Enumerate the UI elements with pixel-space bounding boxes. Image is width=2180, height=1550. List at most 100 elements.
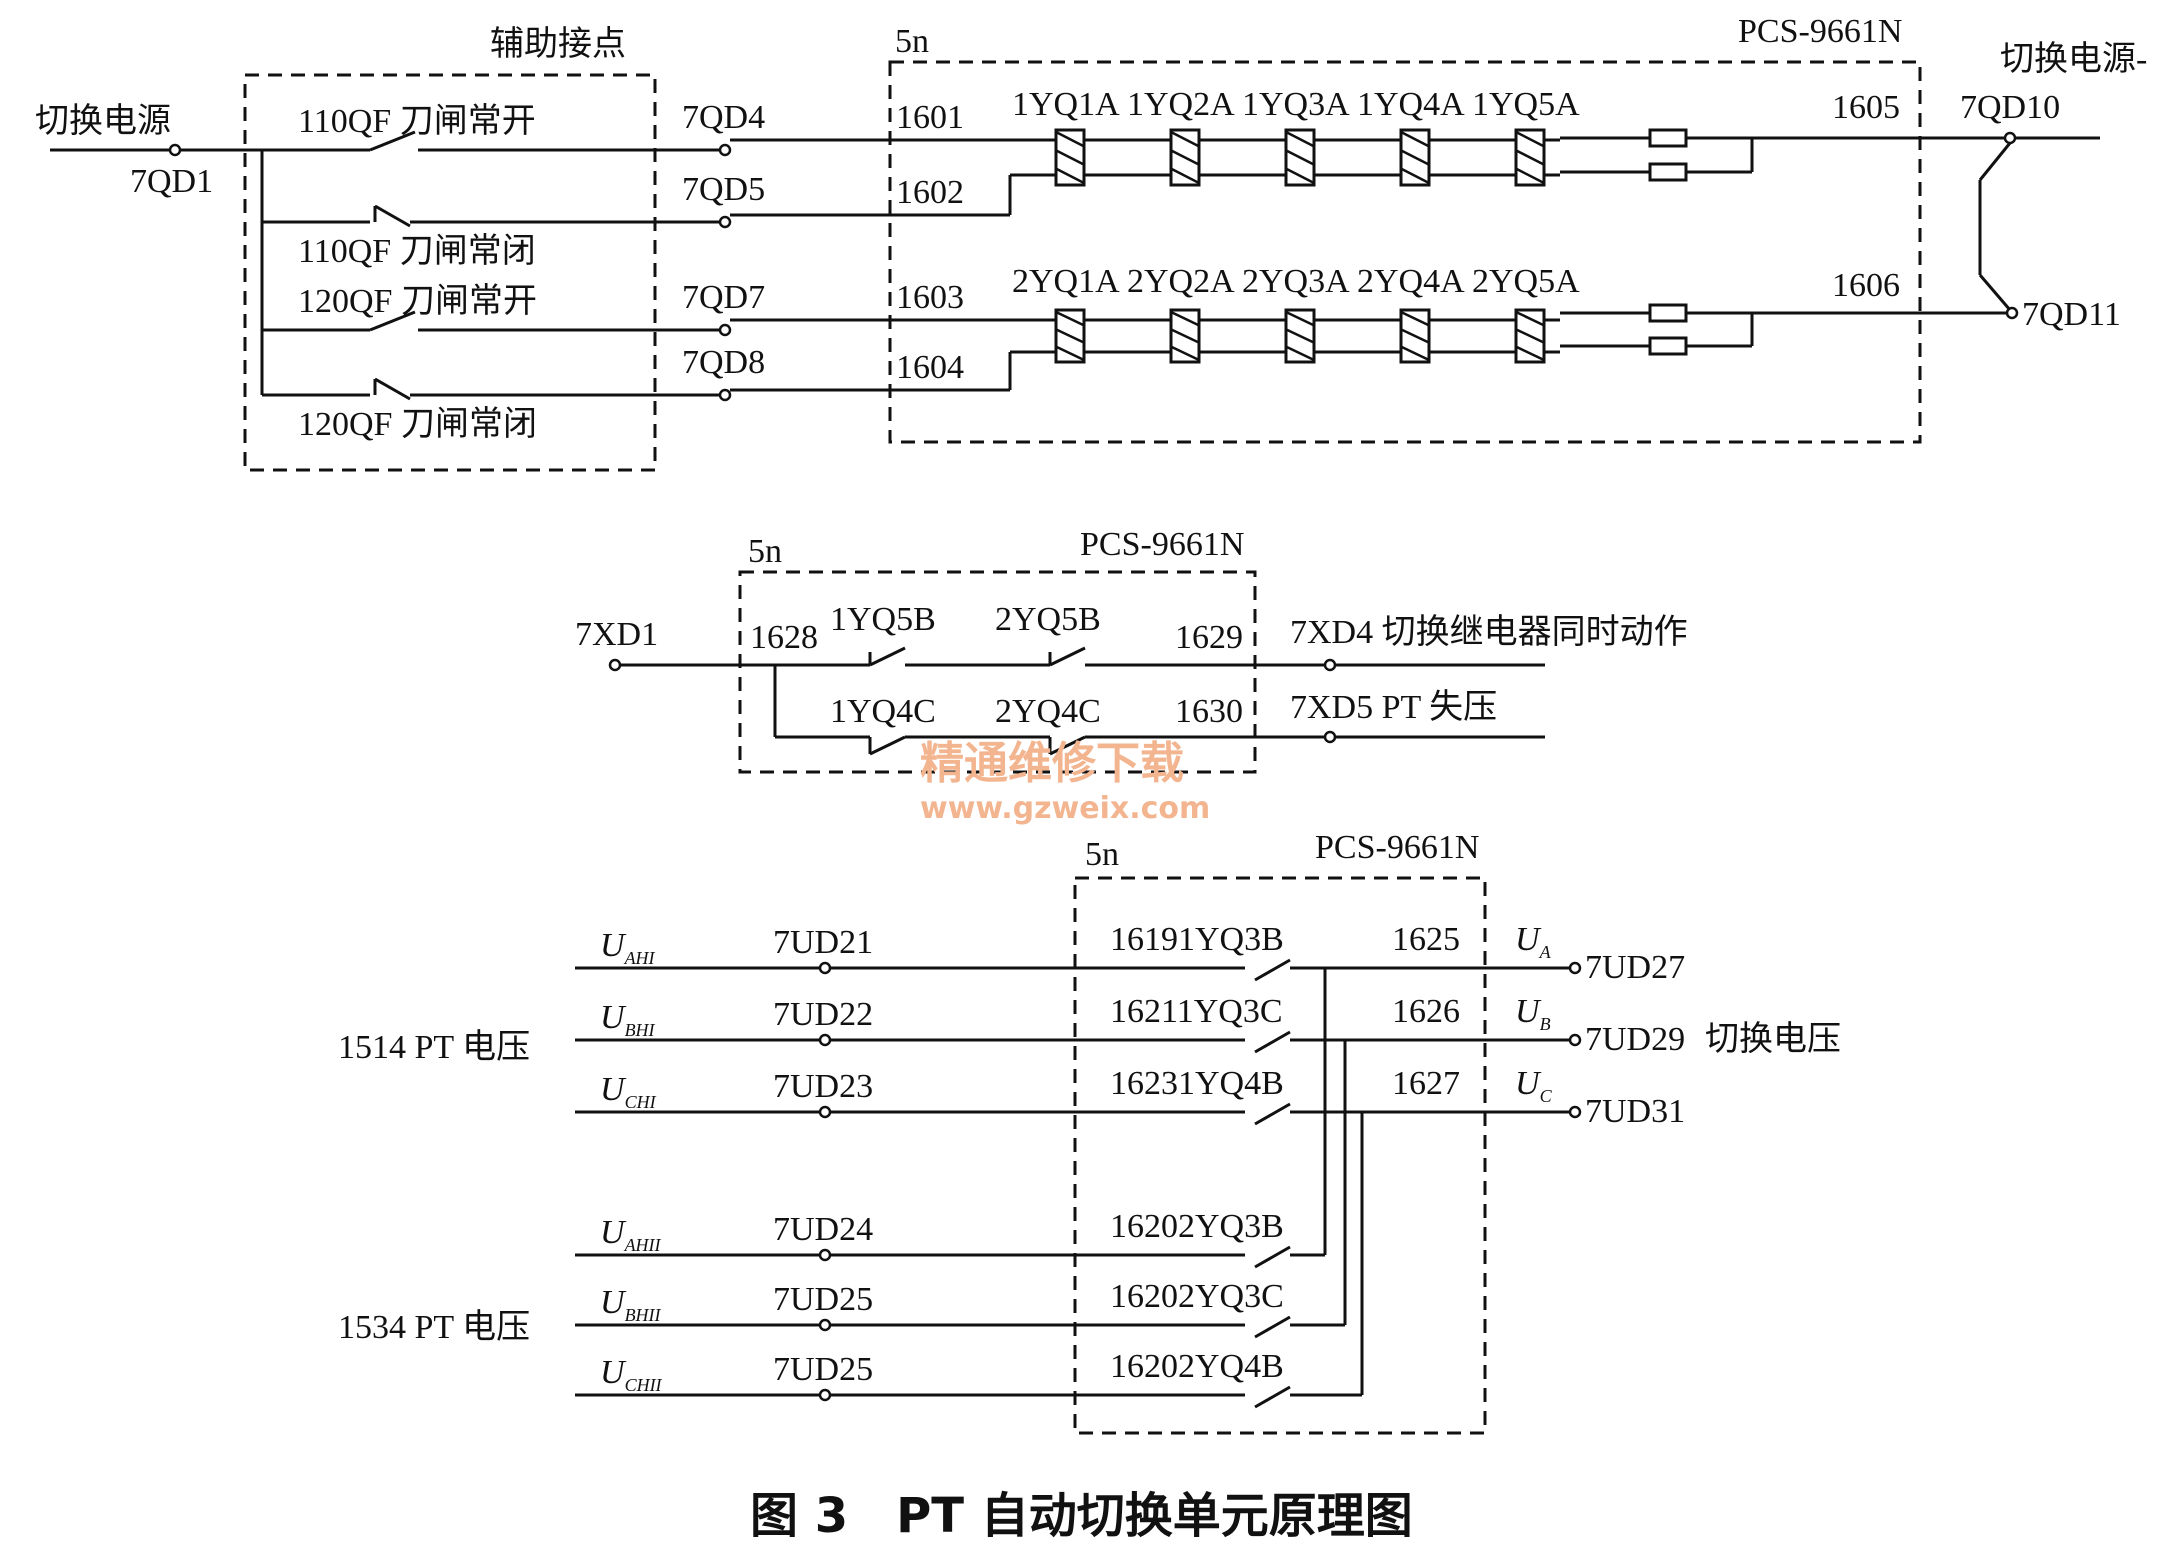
coil-hatch [1285, 310, 1315, 327]
coil-hatch [1170, 328, 1200, 344]
input-terminal [818, 1388, 832, 1402]
source-left-label: 切换电源 [35, 102, 171, 140]
output-7XD4-label: 7XD4 切换继电器同时动作 [1290, 613, 1688, 651]
contact-120qf-nc [374, 377, 411, 401]
coil-label-2YQ4A: 2YQ4A [1357, 263, 1465, 300]
pin-1601: 1601 [896, 99, 964, 136]
coil-hatch [1515, 130, 1545, 148]
coil-label-2YQ1A: 2YQ1A [1012, 263, 1120, 300]
coil-hatch [1400, 167, 1430, 185]
pin-1606: 1606 [1832, 267, 1900, 304]
coil-hatch [1055, 310, 1085, 327]
coil-label-1YQ2A: 1YQ2A [1127, 86, 1235, 123]
contact-120qf-no [369, 310, 416, 332]
watermark-line1: 精通维修下载 [920, 738, 1184, 789]
coil-2YQ3A [1284, 308, 1316, 364]
phase-C-u: U [1515, 1065, 1542, 1102]
contact-120qf-no-label: 120QF 刀闸常开 [298, 283, 537, 320]
coil-hatch [1170, 167, 1200, 185]
input-u: U [600, 1354, 627, 1391]
input-contact-label: 16211YQ3C [1110, 993, 1283, 1030]
coils-row2 [1054, 308, 1560, 364]
input-u: U [600, 927, 627, 964]
input-terminal [818, 1318, 832, 1332]
phase-B-label: UB [1515, 993, 1551, 1034]
coil-hatch [1515, 167, 1545, 185]
input-symbol: UCHII [600, 1354, 663, 1395]
phase-B-u: U [1515, 993, 1542, 1030]
pin-1629: 1629 [1175, 619, 1243, 656]
input-terminal-label: 7UD21 [773, 924, 873, 961]
device-5n-label-bottom: 5n [1085, 836, 1119, 873]
input-terminal [818, 1033, 832, 1047]
coil-label-1YQ4A: 1YQ4A [1357, 86, 1465, 123]
pin-1604: 1604 [896, 349, 964, 386]
coil-hatch [1055, 167, 1085, 185]
coil-1YQ4A [1399, 128, 1431, 187]
coil-1YQ2A [1169, 128, 1201, 187]
pin-1626: 1626 [1392, 993, 1460, 1030]
terminal-7QD10-label: 7QD10 [1960, 89, 2060, 126]
figure-caption: 图 3 PT 自动切换单元原理图 [750, 1488, 1413, 1544]
contact-blade [1254, 1245, 1291, 1269]
coil-hatch [1285, 328, 1315, 344]
phase-A-sub: A [1539, 942, 1552, 962]
terminal-7QD11-label: 7QD11 [2022, 296, 2121, 333]
phase-C-label: UC [1515, 1065, 1553, 1106]
coil-hatch [1400, 345, 1430, 362]
input-symbol: UAHII [600, 1214, 662, 1255]
input-sub: CHI [625, 1092, 657, 1112]
aux-box-title: 辅助接点 [490, 25, 626, 63]
contact-120qf-nc-label: 120QF 刀闸常闭 [298, 406, 537, 443]
group1-label: 1514 PT 电压 [338, 1028, 530, 1066]
input-symbol: UCHI [600, 1071, 657, 1112]
contact-blade [1254, 958, 1291, 982]
coil-label-1YQ3A: 1YQ3A [1242, 86, 1350, 123]
input-sub: CHII [625, 1375, 663, 1395]
device-5n-box-middle [738, 570, 1257, 774]
coil-hatch [1055, 149, 1085, 166]
terminal-7XD4 [1323, 658, 1337, 672]
input-terminal [818, 1105, 832, 1119]
contact-1YQ5B [869, 646, 906, 667]
pin-1602: 1602 [896, 174, 964, 211]
input-symbol: UBHII [600, 1284, 662, 1325]
terminal-7XD1 [608, 658, 622, 672]
input-terminal [818, 1248, 832, 1262]
pin-1628: 1628 [750, 619, 818, 656]
contact-110qf-no-label: 110QF 刀闸常开 [298, 103, 536, 140]
contact-110qf-nc [374, 204, 411, 228]
contact-110qf-nc-label: 110QF 刀闸常闭 [298, 233, 536, 270]
coil-hatch [1170, 149, 1200, 166]
terminal-7QD8-label: 7QD8 [682, 344, 765, 381]
contact-blade [1254, 1030, 1291, 1054]
coil-hatch [1055, 345, 1085, 362]
coil-hatch [1515, 328, 1545, 344]
output-7XD5-label: 7XD5 PT 失压 [1290, 688, 1497, 726]
resistor-row2-b [1648, 336, 1688, 356]
input-terminal-label: 7UD22 [773, 996, 873, 1033]
pin-1603: 1603 [896, 279, 964, 316]
input-terminal [818, 961, 832, 975]
terminal-7UD27-label: 7UD27 [1585, 949, 1685, 986]
coil-label-1YQ1A: 1YQ1A [1012, 86, 1120, 123]
terminal-7XD5 [1323, 730, 1337, 744]
coil-hatch [1055, 328, 1085, 344]
coil-hatch [1400, 328, 1430, 344]
contact-2YQ5B-label: 2YQ5B [995, 601, 1101, 638]
resistor-row1-b [1648, 162, 1688, 182]
terminal-7QD4 [718, 143, 732, 157]
input-u: U [600, 1284, 627, 1321]
contact-2YQ5B [1049, 646, 1086, 667]
coil-hatch [1285, 345, 1315, 362]
phase-B-sub: B [1540, 1014, 1551, 1034]
coil-hatch [1285, 130, 1315, 148]
coil-1YQ5A [1514, 128, 1546, 187]
